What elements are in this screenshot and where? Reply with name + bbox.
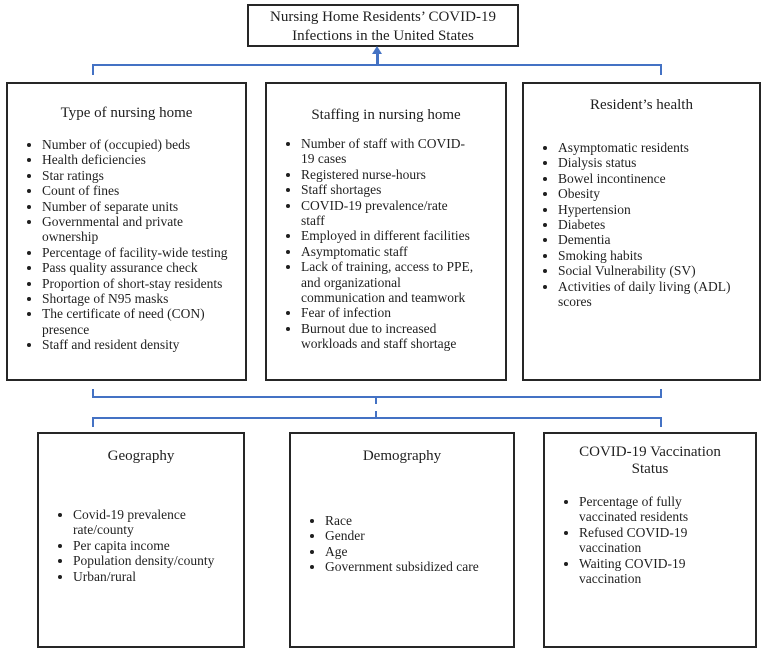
box-title: Type of nursing home xyxy=(60,105,193,121)
list-item: Proportion of short-stay residents xyxy=(42,276,239,291)
list-item: Obesity xyxy=(558,186,753,201)
list-item: Count of fines xyxy=(42,183,239,198)
up-arrow-shaft xyxy=(376,53,379,66)
list-item: Asymptomatic residents xyxy=(558,140,753,155)
covid-19-vaccination-status-box: COVID-19 Vaccination Status Percentage o… xyxy=(543,432,757,648)
list-item: Social Vulnerability (SV) xyxy=(558,263,753,278)
bullet-list: Number of staff with COVID- 19 casesRegi… xyxy=(267,136,505,352)
list-item: Employed in different facilities xyxy=(301,228,499,243)
residents-health-box: Resident’s health Asymptomatic residents… xyxy=(522,82,761,381)
list-item: Governmental and private ownership xyxy=(42,214,239,245)
list-item: Gender xyxy=(325,528,507,543)
list-item: Number of (occupied) beds xyxy=(42,137,239,152)
middle-lower-bracket-connector xyxy=(92,417,662,427)
list-item: Dialysis status xyxy=(558,155,753,170)
bullet-list: Percentage of fully vaccinated residents… xyxy=(545,494,755,586)
box-title: COVID-19 Vaccination Status xyxy=(579,444,721,477)
box-title: Staffing in nursing home xyxy=(311,107,461,123)
list-item: Race xyxy=(325,513,507,528)
staffing-in-nursing-home-box: Staffing in nursing home Number of staff… xyxy=(265,82,507,381)
list-item: Bowel incontinence xyxy=(558,171,753,186)
bullet-list: Asymptomatic residentsDialysis statusBow… xyxy=(524,140,759,309)
list-item: Shortage of N95 masks xyxy=(42,291,239,306)
geography-box: Geography Covid-19 prevalence rate/count… xyxy=(37,432,245,648)
list-item: Registered nurse-hours xyxy=(301,167,499,182)
list-item: Government subsidized care xyxy=(325,559,507,574)
list-item: Age xyxy=(325,544,507,559)
middle-upper-bracket-connector xyxy=(92,389,662,398)
list-item: COVID-19 prevalence/rate staff xyxy=(301,198,499,229)
list-item: Lack of training, access to PPE, and org… xyxy=(301,259,499,305)
list-item: Per capita income xyxy=(73,538,237,553)
list-item: Star ratings xyxy=(42,168,239,183)
box-title: Resident’s health xyxy=(590,97,693,113)
list-item: Smoking habits xyxy=(558,248,753,263)
list-item: Percentage of facility-wide testing xyxy=(42,245,239,260)
list-item: The certificate of need (CON) presence xyxy=(42,306,239,337)
list-item: Covid-19 prevalence rate/county xyxy=(73,507,237,538)
list-item: Number of separate units xyxy=(42,199,239,214)
list-item: Hypertension xyxy=(558,202,753,217)
list-item: Urban/rural xyxy=(73,569,237,584)
top-bracket-connector xyxy=(92,64,662,75)
list-item: Dementia xyxy=(558,232,753,247)
list-item: Percentage of fully vaccinated residents xyxy=(579,494,749,525)
list-item: Refused COVID-19 vaccination xyxy=(579,525,749,556)
box-title: Geography xyxy=(107,448,175,464)
root-title-text: Nursing Home Residents’ COVID-19 Infecti… xyxy=(270,9,496,44)
list-item: Population density/county xyxy=(73,553,237,568)
demography-box: Demography RaceGenderAgeGovernment subsi… xyxy=(289,432,515,648)
list-item: Staff shortages xyxy=(301,182,499,197)
type-of-nursing-home-box: Type of nursing home Number of (occupied… xyxy=(6,82,247,381)
list-item: Staff and resident density xyxy=(42,337,239,352)
list-item: Number of staff with COVID- 19 cases xyxy=(301,136,499,167)
bullet-list: RaceGenderAgeGovernment subsidized care xyxy=(291,513,513,575)
list-item: Waiting COVID-19 vaccination xyxy=(579,556,749,587)
list-item: Pass quality assurance check xyxy=(42,260,239,275)
root-title-box: Nursing Home Residents’ COVID-19 Infecti… xyxy=(247,4,519,47)
list-item: Burnout due to increased workloads and s… xyxy=(301,321,499,352)
list-item: Health deficiencies xyxy=(42,152,239,167)
up-arrow-head-icon xyxy=(372,46,382,54)
box-title: Demography xyxy=(362,448,442,464)
list-item: Fear of infection xyxy=(301,305,499,320)
bullet-list: Number of (occupied) bedsHealth deficien… xyxy=(8,137,245,353)
list-item: Activities of daily living (ADL) scores xyxy=(558,279,753,310)
bullet-list: Covid-19 prevalence rate/countyPer capit… xyxy=(39,507,243,584)
center-dashed-connector xyxy=(375,398,377,417)
list-item: Diabetes xyxy=(558,217,753,232)
list-item: Asymptomatic staff xyxy=(301,244,499,259)
